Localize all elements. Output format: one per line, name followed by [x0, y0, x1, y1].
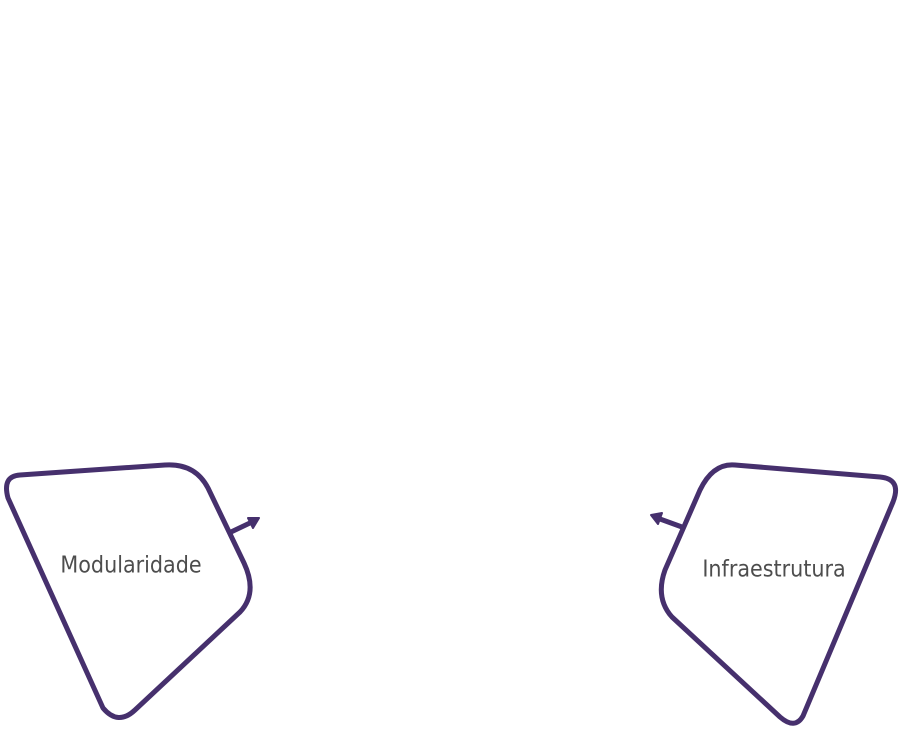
node-modularidade-shape: [4, 462, 253, 720]
connector-modularidade-line: [228, 519, 255, 535]
node-infraestrutura-label: Infraestrutura: [702, 557, 845, 583]
connector-modularidade: [228, 517, 260, 535]
node-infraestrutura[interactable]: Infraestrutura: [658, 462, 899, 726]
connector-modularidade-arrowhead: [247, 517, 260, 529]
node-modularidade[interactable]: Modularidade: [4, 462, 253, 720]
node-modularidade-label: Modularidade: [60, 553, 201, 579]
connector-infraestrutura-line: [657, 516, 685, 530]
connector-infraestrutura-arrowhead: [650, 512, 663, 525]
node-infraestrutura-shape: [658, 462, 899, 726]
connector-infraestrutura: [650, 512, 685, 530]
